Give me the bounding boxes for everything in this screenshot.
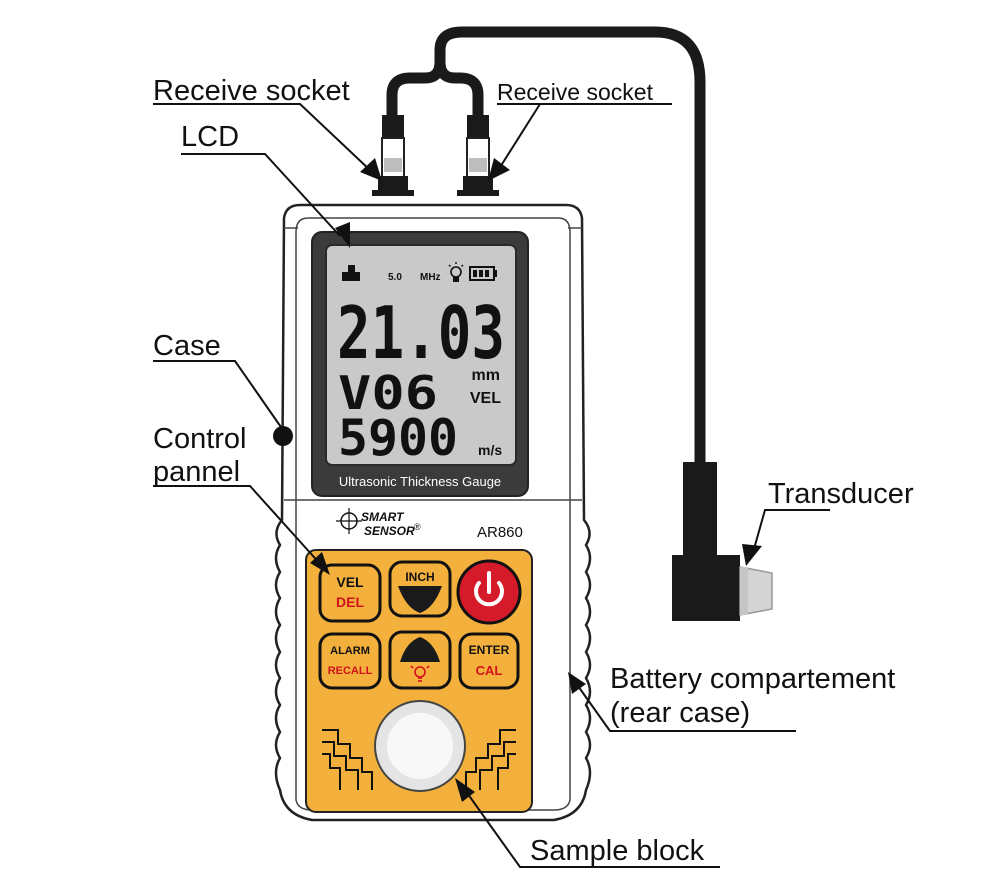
label-control-line1: Control — [153, 423, 247, 455]
brand-line2: SENSOR — [364, 524, 415, 538]
leader-receive-left — [153, 103, 373, 173]
power-button[interactable] — [456, 559, 522, 625]
vel-del-button[interactable]: VEL DEL — [318, 563, 382, 623]
alarm-label: ALARM — [330, 645, 370, 657]
leader-case — [153, 360, 284, 431]
transducer-probe — [672, 462, 773, 621]
label-lcd: LCD — [181, 121, 239, 153]
leader-battery — [577, 685, 796, 732]
alarm-recall-button[interactable]: ALARM RECALL — [318, 632, 382, 690]
leader-control-panel — [153, 485, 323, 567]
brand-logo: SMART SENSOR ® — [336, 508, 421, 538]
coupling-icon — [342, 265, 360, 281]
lamp-icon — [410, 665, 430, 682]
battery-icon — [469, 266, 497, 281]
inch-down-button[interactable]: INCH — [388, 560, 452, 618]
model-number: AR860 — [477, 524, 523, 541]
label-receive-socket-right: Receive socket — [497, 79, 654, 105]
lcd-thickness-unit: mm — [472, 367, 500, 384]
label-case: Case — [153, 330, 221, 362]
leader-lcd — [181, 153, 341, 237]
step-block-right — [465, 729, 516, 790]
label-battery-line2: (rear case) — [610, 697, 750, 729]
cal-label: CAL — [476, 663, 503, 678]
leader-arrowheads — [273, 158, 762, 802]
lcd-freq-unit: MHz — [420, 272, 441, 283]
lcd-velocity-tag: VEL — [470, 390, 501, 407]
brand-registered: ® — [414, 522, 421, 532]
leader-sample-block — [464, 789, 720, 868]
lcd-velocity-unit: m/s — [478, 442, 502, 458]
brand-crosshair-icon — [336, 508, 362, 534]
label-sample-block: Sample block — [530, 835, 705, 867]
lcd-content: 5.0 MHz 21.03 V06 mm VEL 5900 m/s — [337, 262, 505, 467]
inch-label: INCH — [405, 570, 434, 584]
lcd-velocity: 5900 — [338, 409, 458, 467]
sample-block — [374, 700, 466, 792]
del-label: DEL — [336, 594, 364, 610]
lcd-thickness: 21.03 — [337, 291, 505, 375]
lcd-velocity-code: V06 — [338, 366, 438, 420]
brand-line1: SMART — [361, 510, 405, 524]
lamp-indicator-icon — [448, 262, 464, 282]
lcd-caption: Ultrasonic Thickness Gauge — [339, 474, 501, 489]
lcd-freq-value: 5.0 — [388, 272, 402, 283]
enter-label: ENTER — [469, 643, 510, 657]
down-arrow-icon — [398, 586, 442, 613]
label-receive-socket-left: Receive socket — [153, 75, 350, 107]
receive-socket-plug-right — [457, 115, 499, 196]
up-arrow-icon — [400, 637, 440, 662]
label-battery-line1: Battery compartement — [610, 663, 895, 695]
up-lamp-button[interactable] — [388, 630, 452, 690]
recall-label: RECALL — [328, 665, 373, 677]
label-control-line2: pannel — [153, 456, 240, 488]
leader-transducer — [751, 509, 830, 557]
vel-label: VEL — [336, 574, 364, 590]
lcd-screen — [325, 244, 517, 466]
step-block-left — [322, 729, 373, 790]
power-icon — [474, 571, 504, 607]
transducer-cable — [386, 26, 706, 476]
enter-cal-button[interactable]: ENTER CAL — [458, 632, 520, 690]
receive-socket-plug-left — [372, 115, 414, 196]
leader-lines — [153, 103, 830, 868]
label-transducer: Transducer — [768, 478, 914, 510]
